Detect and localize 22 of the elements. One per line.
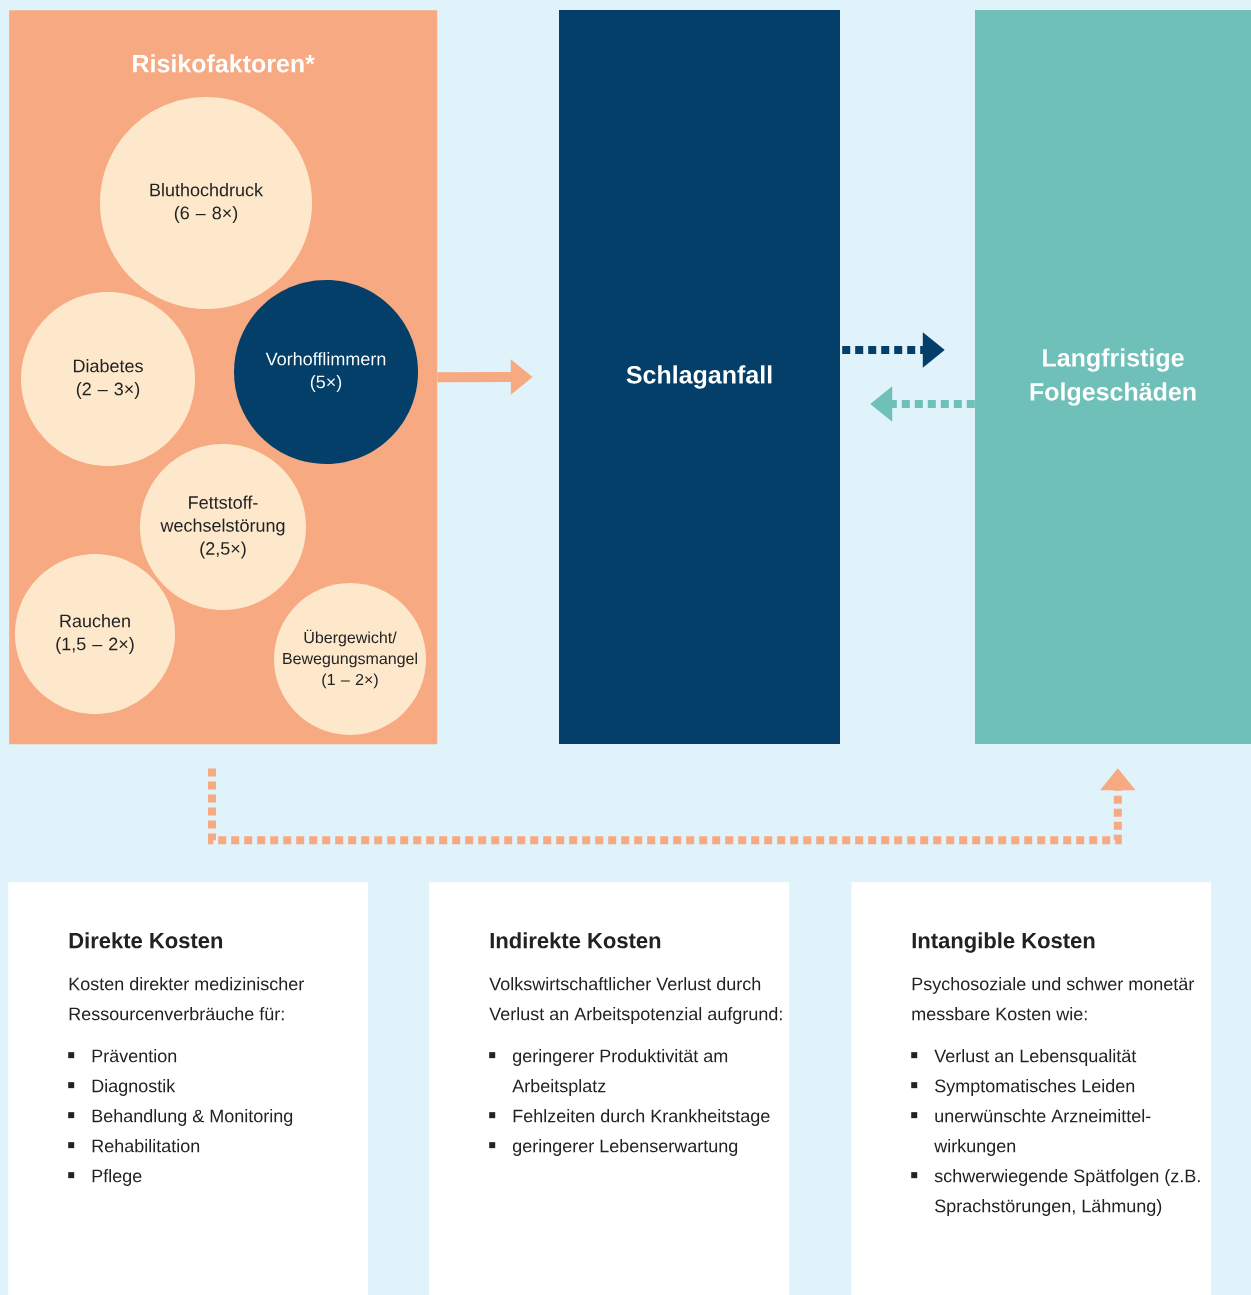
cost-card	[851, 882, 1212, 1295]
bullet-item: Pflege	[68, 1169, 142, 1186]
card-text: Volkswirtschaftlicher Verlust durch Verlust an Arbeitspotenzial aufgrund:	[489, 977, 782, 1024]
bullet-item: Fehlzeiten durch Krankheitstage	[489, 1109, 770, 1126]
card-text: Psychosoziale und schwer monetär messbare Kosten wie:	[912, 977, 1194, 1021]
bullet-item: Verlust an Lebensqualität	[911, 1049, 1137, 1066]
bullet-item: geringerer Produktivität am Arbeitsplatz	[489, 1049, 728, 1096]
bullet-item: geringerer Lebenserwartung	[489, 1139, 738, 1156]
bullet-item: Behandlung & Monitoring	[68, 1109, 293, 1126]
card-text: Kosten direkter medizinischer Ressourcenverbräuche für:	[69, 977, 304, 1021]
bullet-item: Prävention	[68, 1049, 177, 1063]
card-heading: Intangible Kosten	[912, 932, 1095, 953]
bullet-item: schwerwiegende Spätfolgen (z.B. Sprachstörungen, Lähmung)	[911, 1169, 1200, 1216]
cost-card	[429, 882, 790, 1295]
stroke-box: Schlaganfall	[559, 10, 840, 744]
bullet-item: Symptomatisches Leiden	[911, 1079, 1135, 1096]
bullet-item: Rehabilitation	[68, 1139, 200, 1153]
card-heading: Indirekte Kosten	[490, 932, 661, 949]
card-heading: Direkte Kosten	[69, 932, 223, 949]
consequences-box: Langfristige Folgeschäden	[975, 10, 1251, 744]
bullet-item: Diagnostik	[68, 1079, 176, 1096]
cost-card	[8, 882, 369, 1295]
